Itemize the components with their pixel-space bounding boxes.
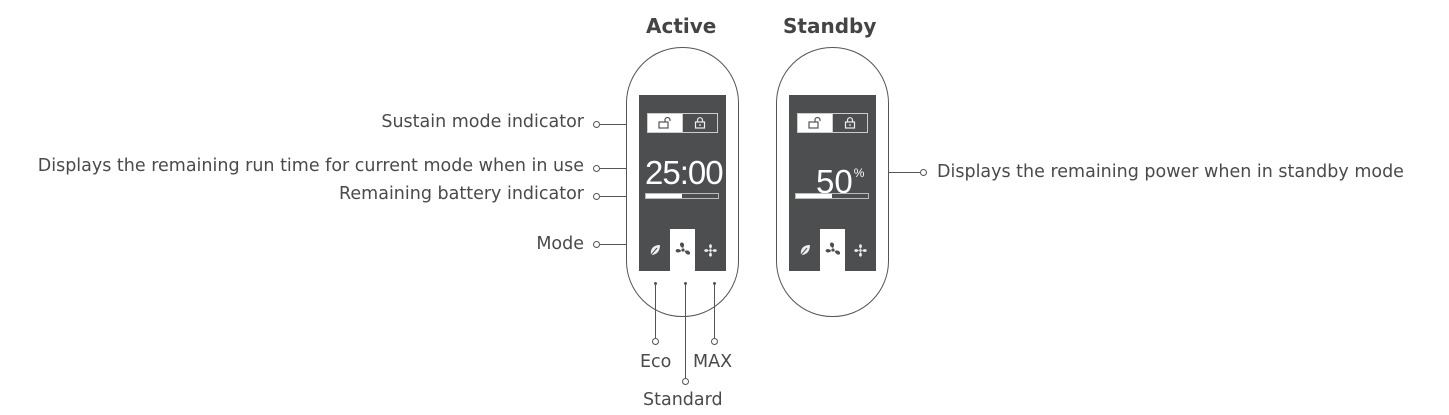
lock-icon (832, 114, 867, 132)
battery-fill (646, 194, 682, 198)
leader-dot (711, 338, 718, 345)
leader-line (600, 244, 638, 245)
leaf-icon (650, 245, 660, 256)
battery-bar (645, 193, 719, 199)
unlock-icon (798, 114, 832, 132)
leader-line (714, 283, 715, 338)
leader-dot (682, 378, 689, 385)
leader-dot (920, 169, 927, 176)
standby-device: 50% (776, 47, 889, 317)
sustain-mode-indicator (797, 113, 868, 133)
leader-line (600, 168, 638, 169)
leader-dot (593, 193, 600, 200)
leader-line (685, 283, 686, 378)
fan-icon (675, 242, 690, 255)
leader-line (655, 283, 656, 338)
leader-line (600, 196, 638, 197)
mode-label-standard: Standard (643, 390, 723, 410)
leader-dot (652, 338, 659, 345)
mode-max[interactable] (849, 229, 871, 271)
mode-eco[interactable] (794, 229, 816, 271)
mode-max[interactable] (699, 229, 721, 271)
mode-label-max: MAX (693, 352, 733, 372)
mode-standard[interactable] (670, 229, 695, 271)
mode-standard[interactable] (820, 229, 845, 271)
active-device: 25:00 (626, 47, 739, 317)
callout-mode: Mode (536, 234, 584, 254)
lock-icon (682, 114, 717, 132)
power-percent-unit: % (853, 166, 865, 180)
standby-screen: 50% (789, 95, 876, 271)
leader-dot (593, 165, 600, 172)
unlock-icon (648, 114, 682, 132)
battery-fill (796, 194, 832, 198)
fan-icon (825, 242, 840, 255)
active-title: Active (646, 14, 717, 38)
leaf-icon (800, 245, 810, 256)
fan-max-icon (703, 243, 717, 257)
fan-max-icon (853, 243, 867, 257)
leader-dot (593, 121, 600, 128)
leader-dot (593, 241, 600, 248)
mode-eco[interactable] (644, 229, 666, 271)
standby-title: Standby (783, 14, 877, 38)
sustain-mode-indicator (647, 113, 718, 133)
callout-battery: Remaining battery indicator (339, 184, 584, 204)
mode-label-eco: Eco (640, 352, 672, 372)
callout-sustain-mode: Sustain mode indicator (381, 112, 584, 132)
callout-standby-power: Displays the remaining power when in sta… (937, 162, 1404, 182)
callout-run-time: Displays the remaining run time for curr… (37, 156, 584, 176)
run-time-display: 25:00 (645, 154, 724, 191)
battery-bar (795, 193, 869, 199)
leader-line (600, 124, 638, 125)
leader-line (884, 172, 921, 173)
active-screen: 25:00 (639, 95, 726, 271)
